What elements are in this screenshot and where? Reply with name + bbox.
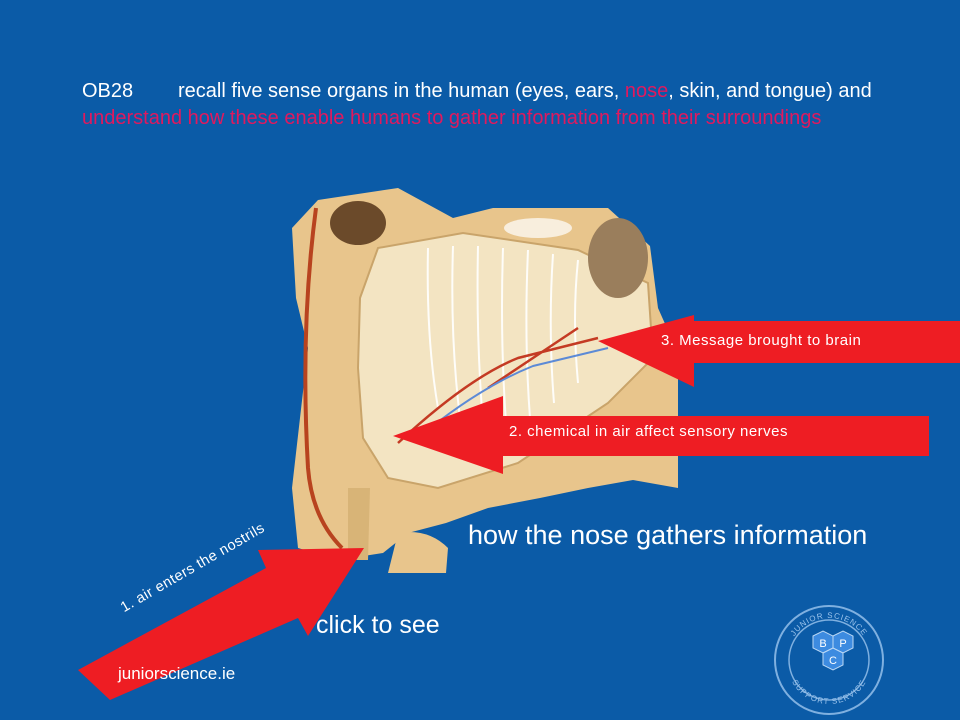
logo-letter-c: C [829, 655, 837, 667]
arrow-step2 [393, 396, 929, 474]
arrow-step3-label: 3. Message brought to brain [661, 332, 862, 349]
arrow-step2-label: 2. chemical in air affect sensory nerves [509, 423, 789, 440]
logo-letter-p: P [839, 638, 846, 650]
website-footer: juniorscience.ie [118, 664, 236, 683]
objective-highlight-nose: nose [624, 80, 669, 102]
learning-objective: OB28 recall five sense organs in the huma… [82, 78, 872, 132]
objective-highlight-understand: understand how these enable humans to ga… [82, 107, 822, 129]
nose-caption: how the nose gathers information [468, 520, 868, 550]
nose-cross-section-illustration [292, 188, 678, 573]
logo-letter-b: B [819, 638, 826, 650]
objective-text-middle: , skin, and tongue) and [668, 80, 872, 102]
objective-code: OB28 [82, 80, 134, 102]
objective-text-before: recall five sense organs in the human (e… [178, 80, 625, 102]
junior-science-support-service-logo: JUNIOR SCIENCE SUPPORT SERVICE B P C [774, 605, 884, 715]
click-to-see-link[interactable]: click to see [316, 611, 440, 639]
arrow-step3 [598, 315, 960, 387]
arrow-step1 [78, 548, 364, 700]
